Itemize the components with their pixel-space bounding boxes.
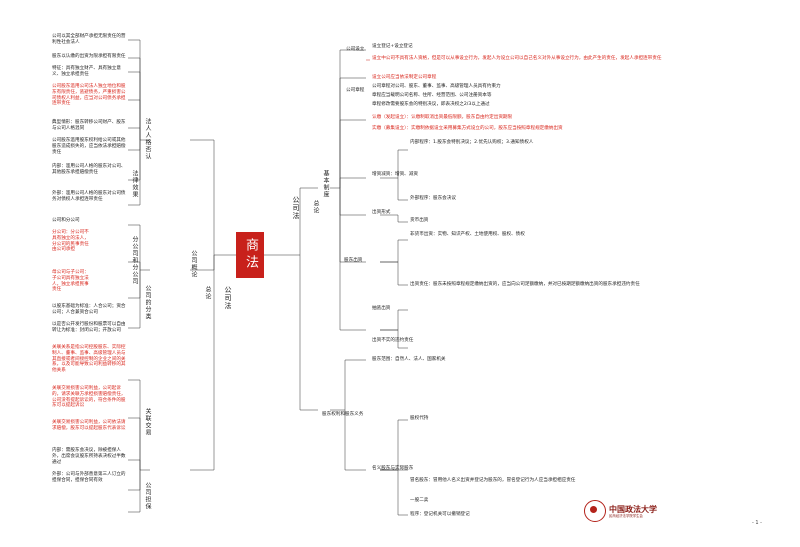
page-number: - 1 - <box>752 520 762 526</box>
right-item: 外部程序：股东会决议 <box>410 196 456 201</box>
seal-icon <box>584 500 606 522</box>
university-logo: 中国政法大学 民商经济法学院学生会 <box>584 499 674 523</box>
node-gongsishezhi: 公司设立 <box>346 47 365 52</box>
right-item: 程序：登记机关可以撤销登记 <box>410 512 470 517</box>
node-zonglun: 总论 <box>312 200 319 214</box>
left-item: 外部：公司与外部善意第三人订立的担保合同，担保合同有效 <box>52 472 126 483</box>
left-item: 分公司：分公司不具有独立的法人，分公司的民事责任由公司承担 <box>52 230 89 253</box>
right-item: 股东范围：自然人、法人、国家机关 <box>372 357 446 362</box>
right-item: 出资不实的违约责任 <box>372 338 414 343</box>
left-item: 典型情形：股东转移公司财产、股东与公司人格混同 <box>52 120 126 131</box>
node-jibenzhidu: 基本制度 <box>322 170 329 198</box>
right-item: 增资减资：增资、减资 <box>372 172 418 177</box>
right-item: 一股二卖 <box>410 498 429 503</box>
right-item: 名义股东与实际股东 <box>372 466 414 471</box>
right-item: 设立中公司不具有法人资格，但是可以从事设立行为，发起人为设立公司以自己名义对外从… <box>372 56 662 61</box>
right-item: 出资责任：股东未按照章程规定缴纳出资的，应当向公司足额缴纳，并对已按期足额缴纳出… <box>410 282 640 287</box>
right-item: 内部程序：1.股东会特别决议；2.优先认购权；3.通知债权人 <box>410 140 534 145</box>
right-item: 货币出资 <box>410 218 429 223</box>
right-item: 出资形式 <box>372 210 391 215</box>
left-item: 公司股东滥用公司法人独立地位和股东有限责任，逃避债务，严重损害公司债权人利益，应… <box>52 84 126 107</box>
logo-name: 中国政法大学 <box>609 503 657 514</box>
left-item: 母公司与子公司：子公司具有独立法人，独立承担民事责任 <box>52 270 89 293</box>
right-item: 认缴（发起设立）：认缴制取消出资最低限额，股东自由约定出资期限 <box>372 115 513 120</box>
node-gongsidanbao: 公司担保 <box>144 482 151 510</box>
node-chuzi: 股东出资 <box>344 258 363 263</box>
left-item: 内部：滥用公司人格的股东对公司、其他股东承担赔偿责任 <box>52 164 126 175</box>
left-item: 内部：需股东会决议，除被担保人外，出席会议股东所持表决权过半数通过 <box>52 448 126 465</box>
left-item: 关联交易损害公司利益，公司依法请求赔偿，股东可以提起股东代表诉讼 <box>52 420 126 431</box>
left-item: 外部：滥用公司人格的股东对公司债务对债权人承担连带责任 <box>52 191 126 202</box>
left-item: 公司股东滥用股东权利给公司或其他股东造成损失的，应当依法承担赔偿责任 <box>52 138 126 155</box>
node-quanliyiwu: 股东权利和股东义务 <box>322 412 364 417</box>
right-item: 公司章程对公司、股东、董事、监事、高级管理人员具有约束力 <box>372 84 501 89</box>
left-item: 以股东基础为标准：人合公司；资合公司；人合兼资合公司 <box>52 304 126 315</box>
right-item: 设立登记+设立登记 <box>372 44 413 49</box>
right-item: 冒名股东：冒用他人名义出资并登记为股东的，冒名登记行为人应当承担相应责任 <box>410 478 576 483</box>
left-item: 公司和分公司 <box>52 218 80 223</box>
node-gongsifa: 公司法 <box>292 196 300 220</box>
node-gongsigailun: 公司概论 <box>190 250 197 278</box>
right-item: 抽逃出资 <box>372 306 391 311</box>
right-item: 章程应当载明公司名称、住所、经营范围、公司注册资本等 <box>372 93 492 98</box>
left-item: 关联交易损害公司利益，公司起诉的，请求关联方承担损害赔偿责任，公司没有提起诉讼的… <box>52 386 126 409</box>
node-gongsizhangcheng: 公司章程 <box>346 88 365 93</box>
left-item: 特征：具有独立财产、具有独立意义、独立承担责任 <box>52 66 121 77</box>
right-item: 章程修改需要股东会的特别决议，即表决权之2/3以上通过 <box>372 102 490 107</box>
node-gongsizonglun: 总论 <box>204 286 211 300</box>
left-item: 以是否公开发行股份和股票可以自由转让为标准：封闭公司；开放公司 <box>52 322 126 333</box>
node-faren: 法人人格否认 <box>144 118 151 160</box>
node-falvxiaoguo: 法律效果 <box>131 170 138 198</box>
left-item: 股东以认缴的出资为限承担有限责任 <box>52 54 126 59</box>
right-item: 非货币出资：实物、知识产权、土地使用权、股权、债权 <box>410 232 525 237</box>
center-node-shangfa: 商法 <box>236 232 264 278</box>
right-item: 股权代持 <box>410 416 429 421</box>
node-gongsiben: 公司法 <box>224 286 232 310</box>
left-item: 关联关系是指公司控股股东、实际控制人、董事、监事、高级管理人员与其直接或者间接控… <box>52 345 126 374</box>
node-fenzigongsi: 分公司和分公司 <box>131 236 138 285</box>
node-gongsileixing: 公司的分类 <box>144 285 151 320</box>
right-item: 设立公司应当依法制定公司章程 <box>372 75 437 80</box>
left-item: 公司以其全部财产承担无限责任的营利性社会法人 <box>52 34 126 45</box>
node-guanlianjiaoyi: 关联交易 <box>144 408 151 436</box>
logo-sub: 民商经济法学院学生会 <box>609 513 643 518</box>
right-item: 实缴（募集设立）：实缴制依据设立采用募集方式设立的公司，股东应当按照章程规定缴纳… <box>372 126 563 131</box>
